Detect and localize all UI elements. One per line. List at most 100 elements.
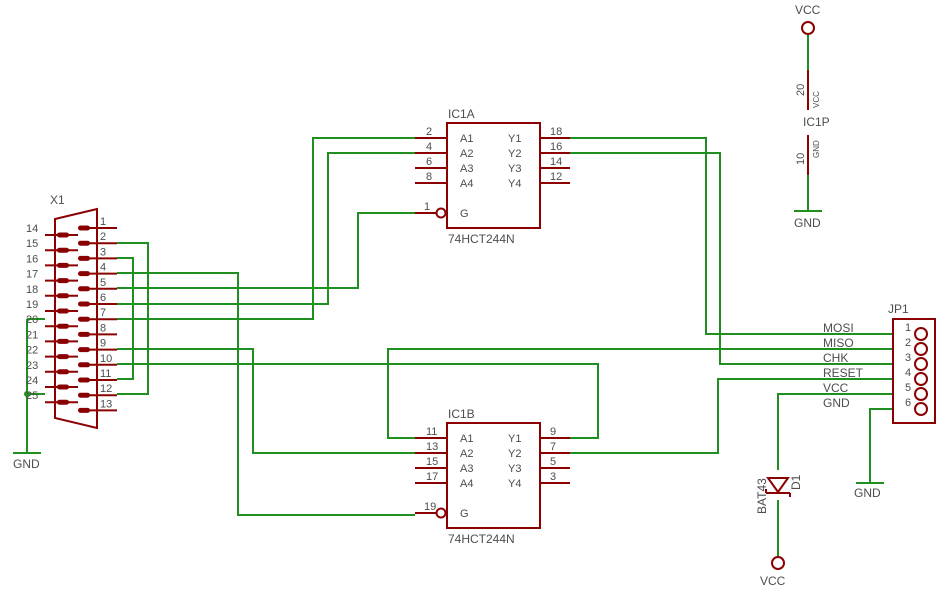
supply-gnd-ic1p[interactable]: GND [794, 210, 822, 230]
x1-right-pin-number: 12 [100, 383, 112, 395]
x1-left-contact [57, 338, 69, 344]
jp1-signal-label: CHK [823, 351, 848, 365]
diode-d1[interactable]: D1 BAT43 [755, 474, 803, 514]
ic1b-output-label: Y1 [508, 433, 521, 445]
ic1b[interactable]: IC1B 74HCT244N A111A213A315A417Y19Y27Y35… [415, 407, 570, 546]
ic1a-output-label: Y3 [508, 163, 521, 175]
wire-x1-9-to-ic1b-a2 [117, 348, 415, 454]
ic1a-input-pin-number: 2 [426, 126, 432, 138]
ic1b-part: 74HCT244N [448, 532, 515, 546]
wire-x1-5-to-ic1a-enable [117, 212, 415, 289]
ic1a-input-label: A2 [460, 148, 473, 160]
ic1b-enable-label: G [460, 508, 469, 520]
ic1a-part: 74HCT244N [448, 232, 515, 246]
supply-vcc-top[interactable]: VCC [795, 3, 821, 35]
x1-left-pin-number: 18 [26, 284, 38, 296]
x1-left-contact [57, 369, 69, 375]
x1-right-pin-number: 6 [100, 292, 106, 304]
x1-right-pin-number: 3 [100, 246, 106, 258]
x1-left-pin-number: 14 [26, 223, 38, 235]
x1-left-contact [57, 293, 69, 299]
ic1a-output-pin-number: 14 [550, 156, 562, 168]
wire-jp1-vcc-to-d1 [777, 393, 893, 470]
jp1-pin-pad-icon[interactable] [914, 387, 928, 401]
vcc-top-label: VCC [795, 3, 821, 17]
x1-right-contact [78, 331, 90, 337]
ic1a-input-label: A1 [460, 133, 473, 145]
jp1-pin-pad-icon[interactable] [914, 372, 928, 386]
ic1a-enable-inverter-icon [435, 207, 447, 219]
ic1a-body [446, 122, 541, 229]
ic1p-vcc-pin-number: 20 [795, 84, 807, 96]
jp1-signal-label: MOSI [823, 321, 854, 335]
wire-x1-7-to-ic1a-a1 [117, 137, 415, 320]
x1-left-pin-number: 20 [26, 314, 38, 326]
x1-left-pin-number: 24 [26, 375, 38, 387]
ic1a-name: IC1A [448, 107, 475, 121]
supply-gnd-jp1[interactable]: GND [854, 482, 884, 500]
x1-left-pin-number: 17 [26, 269, 38, 281]
ic1a[interactable]: IC1A 74HCT244N A12A24A36A48Y118Y216Y314Y… [415, 107, 570, 246]
x1-right-contact [78, 255, 90, 261]
ic1b-output-pin-number: 3 [550, 471, 556, 483]
d1-body-icon [765, 477, 791, 497]
x1-right-pin-number: 8 [100, 322, 106, 334]
ic1b-output-label: Y2 [508, 448, 521, 460]
vcc-top-terminal-icon [801, 21, 815, 35]
x1-left-pin-number: 21 [26, 329, 38, 341]
x1-right-pin-number: 4 [100, 262, 106, 274]
gnd-ic1p-label: GND [794, 216, 821, 230]
ic1b-body [446, 422, 541, 529]
jp1-pin-pad-icon[interactable] [914, 342, 928, 356]
x1-right-contact [78, 392, 90, 398]
jp1-pin-pad-icon[interactable] [914, 357, 928, 371]
x1-left-contact [57, 323, 69, 329]
x1-right-pin-number: 2 [100, 231, 106, 243]
jp1-signal-label: RESET [823, 366, 864, 380]
supply-gnd-x1[interactable]: GND [13, 452, 41, 471]
ic1b-input-label: A4 [460, 478, 473, 490]
ic1a-output-label: Y2 [508, 148, 521, 160]
ic1b-input-pin-number: 17 [426, 471, 438, 483]
x1-left-pin-number: 25 [26, 390, 38, 402]
jp1-pin-pad-icon[interactable] [914, 402, 928, 416]
x1-left-contact [57, 262, 69, 268]
ic1a-output-pin-number: 12 [550, 171, 562, 183]
ic1b-output-pin-number: 5 [550, 456, 556, 468]
ic1a-input-pin-number: 8 [426, 171, 432, 183]
ic1a-output-pin-number: 18 [550, 126, 562, 138]
ic1a-enable-pin-number: 1 [424, 201, 430, 213]
ic1p-gnd-pin-number: 10 [795, 153, 807, 165]
x1-right-contact [78, 271, 90, 277]
wire-ic1b-y2-to-reset [570, 378, 893, 454]
wire-ic1a-y1-to-mosi [570, 137, 893, 335]
x1-left-contact [57, 278, 69, 284]
gnd-jp1-label: GND [854, 486, 881, 500]
ic1b-input-label: A1 [460, 433, 473, 445]
x1-right-contact [78, 286, 90, 292]
wire-x1-2-to-x1-12 [117, 242, 149, 395]
jp1-name: JP1 [888, 302, 909, 316]
jp1-pin-number: 3 [905, 352, 911, 364]
ic1a-input-label: A3 [460, 163, 473, 175]
wire-x1-6-to-ic1a-a2 [117, 152, 415, 305]
jp1-pin-number: 2 [905, 337, 911, 349]
jp1-pin-number: 4 [905, 367, 911, 379]
x1-right-pin-number: 5 [100, 277, 106, 289]
x1-right-contact [78, 316, 90, 322]
jp1-pin-pad-icon[interactable] [914, 327, 928, 341]
supply-vcc-diode[interactable]: VCC [760, 556, 786, 588]
ic1p[interactable]: 20 VCC IC1P 10 GND [795, 70, 830, 175]
x1-left-contact [57, 384, 69, 390]
ic1b-input-label: A2 [460, 448, 473, 460]
ic1b-output-label: Y4 [508, 478, 521, 490]
x1-right-pin-number: 9 [100, 338, 106, 350]
x1-left-contact [57, 399, 69, 405]
